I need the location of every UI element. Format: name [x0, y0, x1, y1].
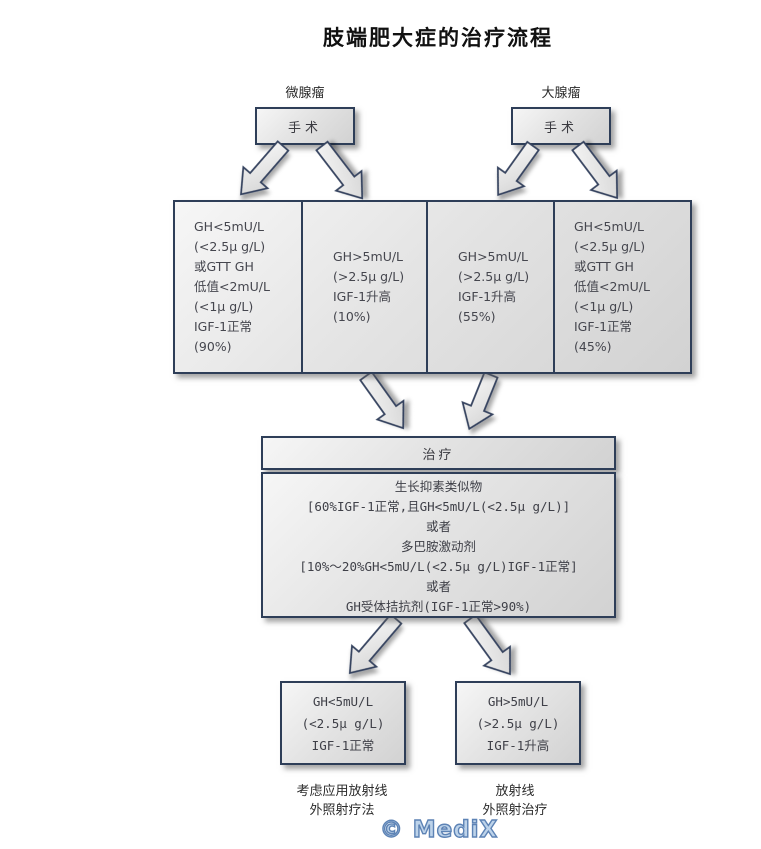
outcome-box-3-text: GH>5mU/L(>2.5μ g/L)IGF-1升高(55%) [458, 249, 530, 324]
surgery-label-right: 手术 [543, 120, 578, 136]
treatment-header: 治疗 [261, 436, 616, 470]
followup-box-right: GH>5mU/L(>2.5μ g/L)IGF-1升高 [455, 681, 581, 765]
branch-label-macroadenoma: 大腺瘤 [541, 86, 581, 101]
outcome-box-2-text: GH>5mU/L(>2.5μ g/L)IGF-1升高(10%) [333, 249, 405, 324]
branch-label-microadenoma: 微腺瘤 [285, 86, 325, 101]
followup-note-left: 考虑应用放射线外照射疗法 [296, 784, 388, 818]
treatment-header-label: 治疗 [422, 447, 455, 463]
arrow-surgery-right-to-outcome-3 [496, 140, 540, 197]
followup-note-right: 放射线外照射治疗 [482, 784, 548, 818]
outcome-box-2: GH>5mU/L(>2.5μ g/L)IGF-1升高(10%) [303, 202, 428, 372]
arrow-treatment-to-followup-right [463, 613, 511, 676]
surgery-box-right: 手术 [511, 107, 611, 145]
treatment-body: 生长抑素类似物[60%IGF-1正常,且GH<5mU/L(<2.5μ g/L)]… [261, 472, 616, 618]
arrow-surgery-right-to-outcome-4 [571, 140, 619, 200]
arrow-outcome-2-to-treatment [359, 370, 405, 430]
surgery-label-left: 手术 [287, 120, 322, 136]
arrow-treatment-to-followup-left [348, 613, 403, 675]
arrow-surgery-left-to-outcome-1 [240, 140, 290, 196]
followup-box-left: GH<5mU/L(<2.5μ g/L)IGF-1正常 [280, 681, 406, 765]
outcome-box-3: GH>5mU/L(>2.5μ g/L)IGF-1升高(55%) [428, 202, 555, 372]
surgery-box-left: 手术 [255, 107, 355, 145]
page-title: 肢端肥大症的治疗流程 [323, 26, 553, 50]
arrow-surgery-left-to-outcome-2 [315, 140, 364, 200]
arrow-outcome-3-to-treatment [461, 371, 499, 431]
medix-logo: © MediX [379, 816, 499, 843]
